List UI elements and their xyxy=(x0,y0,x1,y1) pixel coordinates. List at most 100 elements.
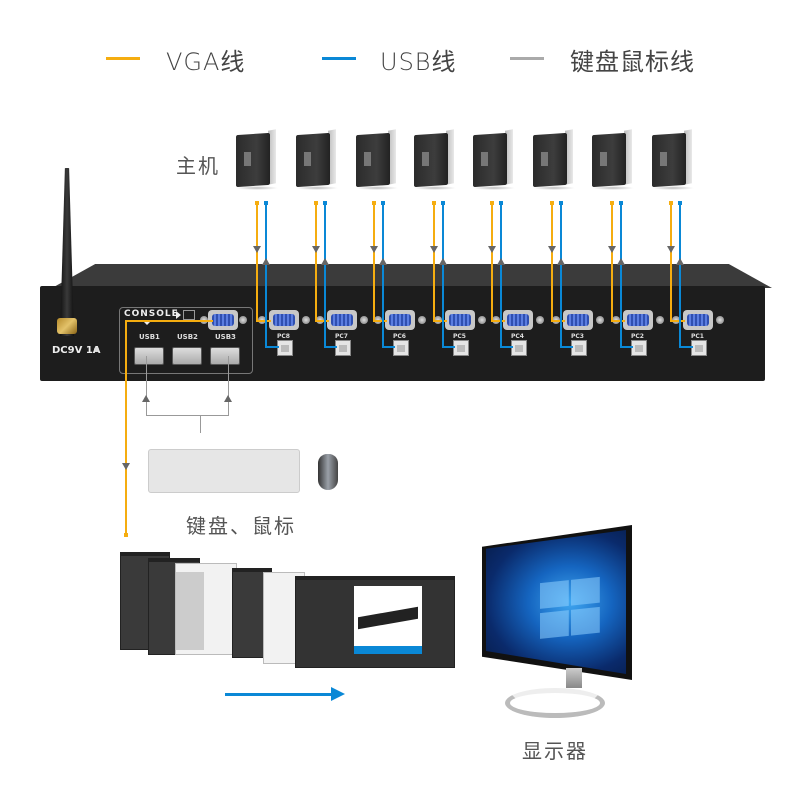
vga-wire-end xyxy=(255,201,259,205)
pc-usb-wire xyxy=(265,203,267,348)
usb1-port[interactable] xyxy=(134,347,164,365)
pc-usb-wire xyxy=(500,203,502,348)
vga-down-arrow-icon xyxy=(312,246,320,253)
screw-icon xyxy=(656,316,664,324)
pc-usb-wire xyxy=(560,203,562,348)
vga-wire-end xyxy=(610,201,614,205)
pc-vga-port[interactable] xyxy=(385,310,415,330)
usb3-port[interactable] xyxy=(210,347,240,365)
pc-vga-port[interactable] xyxy=(269,310,299,330)
pc-vga-port[interactable] xyxy=(563,310,593,330)
usb-up-arrow-icon xyxy=(497,258,505,265)
usb-up-arrow-icon xyxy=(617,258,625,265)
vga-down-arrow-icon xyxy=(370,246,378,253)
pc-vga-wire-h xyxy=(611,320,625,322)
pc-usb-wire-h xyxy=(679,346,693,348)
vga-wire-end xyxy=(314,201,318,205)
screw-icon xyxy=(239,316,247,324)
usb-wire-end xyxy=(678,201,682,205)
vga-down-arrow-icon xyxy=(122,463,130,470)
pc-usb-wire xyxy=(324,203,326,348)
usb-up-arrow-icon xyxy=(321,258,329,265)
screw-icon xyxy=(478,316,486,324)
kb-up-arrow-icon xyxy=(142,395,150,402)
screw-icon xyxy=(596,316,604,324)
usb-up-arrow-icon xyxy=(379,258,387,265)
screw-icon xyxy=(716,316,724,324)
pc-port-label: PC4 xyxy=(511,333,524,340)
pc-usb-wire-h xyxy=(500,346,513,348)
pc-usb-wire xyxy=(382,203,384,348)
usb-wire-end xyxy=(323,201,327,205)
pc-usb-b-port[interactable] xyxy=(277,340,293,356)
pc-usb-b-port[interactable] xyxy=(511,340,527,356)
pc-usb-wire-h xyxy=(324,346,337,348)
pc-vga-wire-h xyxy=(256,320,271,322)
console-vga-port[interactable] xyxy=(208,310,238,330)
kvm-device-front xyxy=(40,286,765,381)
pc-vga-port[interactable] xyxy=(623,310,653,330)
keyboard-icon xyxy=(148,449,300,493)
pc-usb-b-port[interactable] xyxy=(393,340,409,356)
kvm-device-top xyxy=(52,264,772,288)
usb2-port[interactable] xyxy=(172,347,202,365)
pc-vga-wire-h xyxy=(315,320,329,322)
usb-up-arrow-icon xyxy=(439,258,447,265)
pc-vga-wire-h xyxy=(670,320,685,322)
pc-port-label: PC7 xyxy=(335,333,348,340)
power-label: DC9V 1A xyxy=(52,345,101,356)
pc-port-label: PC5 xyxy=(453,333,466,340)
legend-line-kb-icon xyxy=(510,57,544,60)
console-panel xyxy=(119,307,253,374)
pc-usb-wire-h xyxy=(442,346,455,348)
host-pc-icon xyxy=(652,128,694,190)
antenna-icon xyxy=(60,168,74,336)
canvas-banner xyxy=(354,646,422,654)
vga-wire-end xyxy=(490,201,494,205)
screw-icon xyxy=(360,316,368,324)
pc-usb-b-port[interactable] xyxy=(631,340,647,356)
power-jack-icon xyxy=(94,347,99,352)
mouse-icon xyxy=(318,454,338,490)
usb-wire-end xyxy=(559,201,563,205)
pc-vga-wire-h xyxy=(373,320,387,322)
hosts-label: 主机 xyxy=(176,154,220,178)
legend-line-vga-icon xyxy=(106,57,140,60)
console-vga-end xyxy=(124,533,128,537)
pc-vga-wire xyxy=(551,203,553,321)
pc-vga-wire xyxy=(373,203,375,321)
console-label: CONSOLE xyxy=(124,309,179,319)
pc-vga-wire-h xyxy=(491,320,505,322)
vga-wire-end xyxy=(550,201,554,205)
host-pc-icon xyxy=(414,128,456,190)
pc-usb-b-port[interactable] xyxy=(335,340,351,356)
kb-wire-right xyxy=(228,356,229,416)
monitor-glyph-icon xyxy=(183,310,195,320)
usb2-label: USB2 xyxy=(177,333,198,341)
pc-usb-b-port[interactable] xyxy=(691,340,707,356)
legend-label-usb: USB线 xyxy=(380,48,457,76)
usb1-label: USB1 xyxy=(139,333,160,341)
pc-vga-port[interactable] xyxy=(503,310,533,330)
console-vga-wire-h xyxy=(125,320,213,322)
vga-down-arrow-icon xyxy=(253,246,261,253)
pc-usb-b-port[interactable] xyxy=(453,340,469,356)
pc-vga-wire xyxy=(611,203,613,321)
pc-port-label: PC6 xyxy=(393,333,406,340)
host-pc-icon xyxy=(592,128,634,190)
pc-vga-port[interactable] xyxy=(445,310,475,330)
pc-vga-wire xyxy=(433,203,435,321)
pc-usb-wire-h xyxy=(620,346,633,348)
pc-vga-wire xyxy=(491,203,493,321)
usb-wire-end xyxy=(499,201,503,205)
screw-icon xyxy=(302,316,310,324)
legend-label-vga: VGA线 xyxy=(166,48,246,76)
pc-vga-wire xyxy=(670,203,672,321)
screw-icon xyxy=(536,316,544,324)
pc-usb-b-port[interactable] xyxy=(571,340,587,356)
vga-down-arrow-icon xyxy=(548,246,556,253)
host-pc-icon xyxy=(473,128,515,190)
pc-vga-port[interactable] xyxy=(683,310,713,330)
pc-usb-wire xyxy=(679,203,681,348)
pc-vga-port[interactable] xyxy=(327,310,357,330)
